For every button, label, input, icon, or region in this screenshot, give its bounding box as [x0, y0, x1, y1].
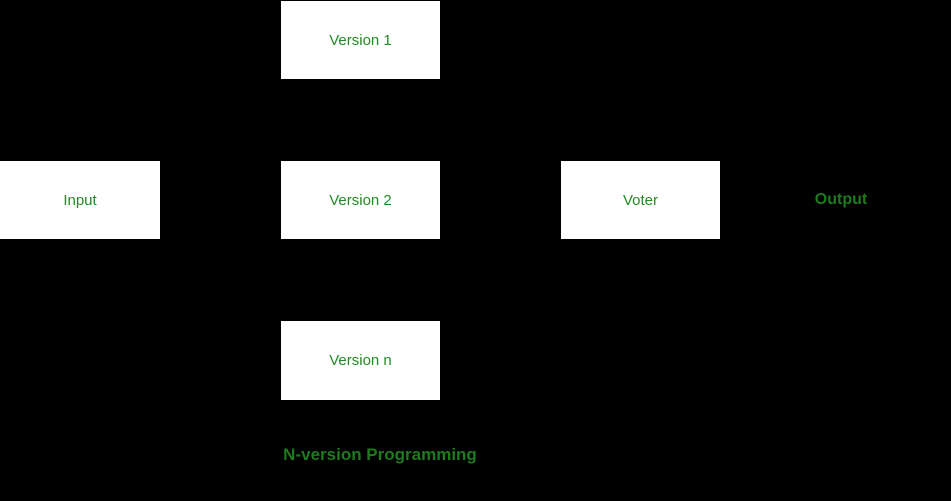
node-version-1: Version 1 [281, 1, 440, 79]
node-input-label: Input [63, 191, 97, 209]
node-version-n: Version n [281, 321, 440, 400]
node-version-2: Version 2 [281, 161, 440, 239]
node-version-n-label: Version n [329, 352, 392, 369]
node-input: Input [0, 161, 160, 239]
node-voter: Voter [561, 161, 720, 239]
output-label-text: Output [814, 191, 868, 208]
node-version-2-label: Version 2 [329, 191, 392, 209]
diagram-caption: N-version Programming [283, 445, 477, 464]
node-voter-label: Voter [622, 191, 659, 209]
output-label: Output [761, 161, 921, 239]
node-version-1-label: Version 1 [329, 31, 392, 49]
